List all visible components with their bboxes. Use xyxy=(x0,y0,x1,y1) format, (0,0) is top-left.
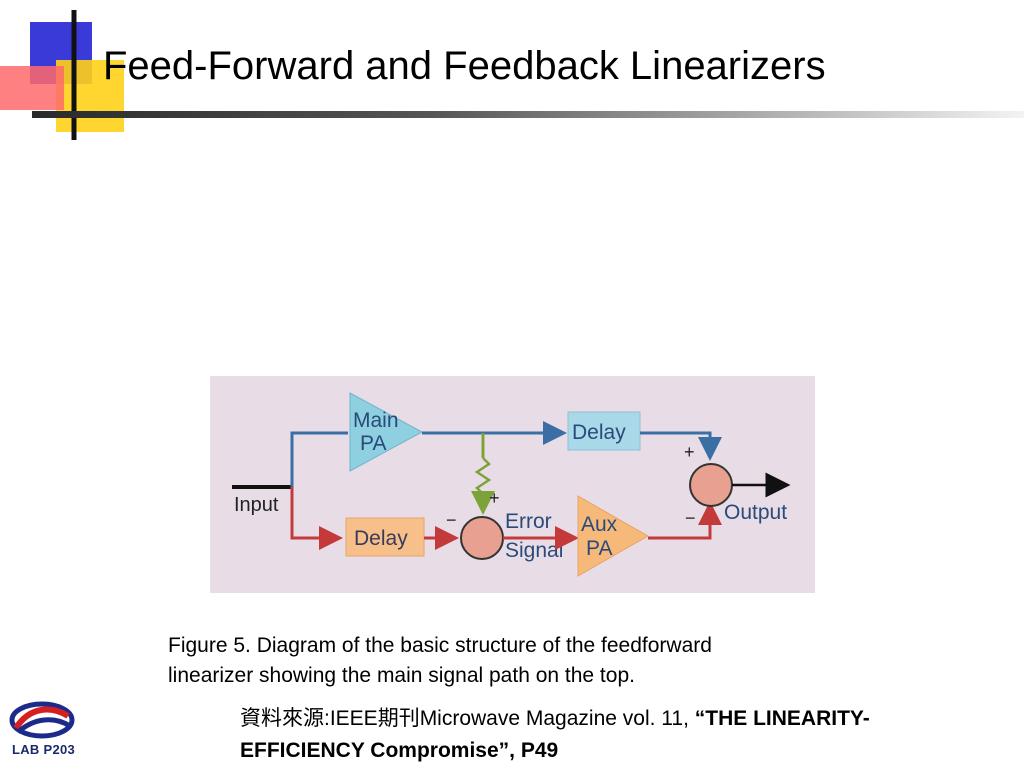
delay-bottom-block xyxy=(345,517,425,557)
logo-ring-icon xyxy=(9,701,75,739)
error-signal-label-2: Signal xyxy=(505,539,563,562)
corner-decoration xyxy=(0,10,124,140)
title-underline xyxy=(32,111,1024,118)
logo-red-swoosh-icon xyxy=(13,706,70,730)
aux-pa-amplifier xyxy=(577,495,650,577)
logo-blue-swoosh-icon xyxy=(16,717,72,734)
error-summer xyxy=(460,516,504,560)
caption-line-1: Figure 5. Diagram of the basic structure… xyxy=(168,634,712,657)
error-summer-plus: + xyxy=(489,488,500,508)
deco-yellow-square xyxy=(56,60,124,132)
source-prefix: 資料來源:IEEE期刊Microwave Magazine vol. 11, xyxy=(240,707,695,730)
output-label: Output xyxy=(724,501,787,524)
deco-red-square xyxy=(0,66,64,110)
delay-top-block xyxy=(567,411,641,451)
bottom-path-in xyxy=(290,487,343,550)
slide-title: Feed-Forward and Feedback Linearizers xyxy=(103,44,826,88)
aux-pa-to-summer xyxy=(648,501,722,540)
coupler-resistor xyxy=(474,457,492,495)
delay-top-label: Delay xyxy=(572,421,626,444)
feedforward-diagram: Input Main PA Delay Delay − + Error Sign… xyxy=(210,376,815,593)
caption-line-2: linearizer showing the main signal path … xyxy=(168,664,635,687)
figure-caption: Figure 5. Diagram of the basic structure… xyxy=(168,631,868,691)
input-label: Input xyxy=(234,494,279,516)
output-summer-plus: + xyxy=(684,442,695,462)
main-pa-label-2: PA xyxy=(360,432,386,455)
error-summer-minus: − xyxy=(446,510,457,530)
source-title-part-2: EFFICIENCY Compromise”, P49 xyxy=(240,739,559,762)
delay-bottom-label: Delay xyxy=(354,527,408,550)
output-summer xyxy=(689,463,733,507)
lab-logo-text: LAB P203 xyxy=(12,742,76,757)
main-pa-amplifier xyxy=(349,392,424,472)
source-citation: 資料來源:IEEE期刊Microwave Magazine vol. 11, “… xyxy=(240,703,1020,767)
main-pa-label-1: Main xyxy=(353,409,399,432)
aux-pa-label-2: PA xyxy=(586,537,612,560)
top-path-to-summer xyxy=(640,431,722,461)
error-signal-label-1: Error xyxy=(505,510,552,533)
top-path-in xyxy=(290,431,348,487)
aux-pa-label-1: Aux xyxy=(581,513,618,536)
output-summer-minus: − xyxy=(685,508,696,528)
source-title-part-1: “THE LINEARITY- xyxy=(694,707,870,730)
lab-logo xyxy=(9,701,75,739)
